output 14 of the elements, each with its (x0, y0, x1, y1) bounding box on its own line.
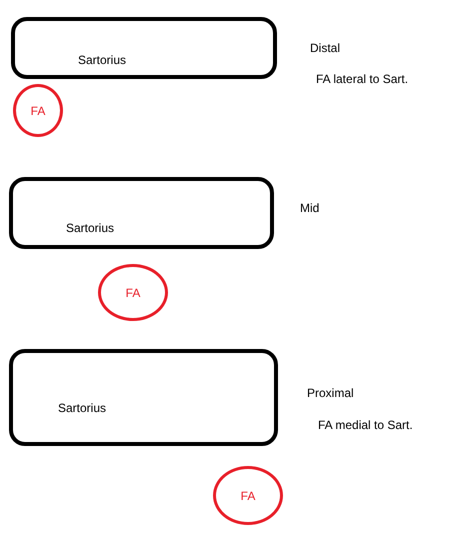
box-label: Sartorius (66, 221, 114, 235)
side-note: Distal (310, 41, 340, 55)
circle-label: FA (30, 104, 46, 118)
side-note: FA lateral to Sart. (316, 72, 408, 86)
circle (98, 264, 168, 321)
circle-label: FA (240, 488, 256, 502)
box-label: Sartorius (58, 401, 106, 415)
box-label: Sartorius (78, 53, 126, 67)
side-note: Proximal (307, 386, 354, 400)
side-note: FA medial to Sart. (318, 418, 413, 432)
circle (13, 84, 63, 137)
side-note: Mid (300, 201, 320, 215)
circle (213, 466, 283, 525)
circle-label: FA (126, 286, 140, 300)
